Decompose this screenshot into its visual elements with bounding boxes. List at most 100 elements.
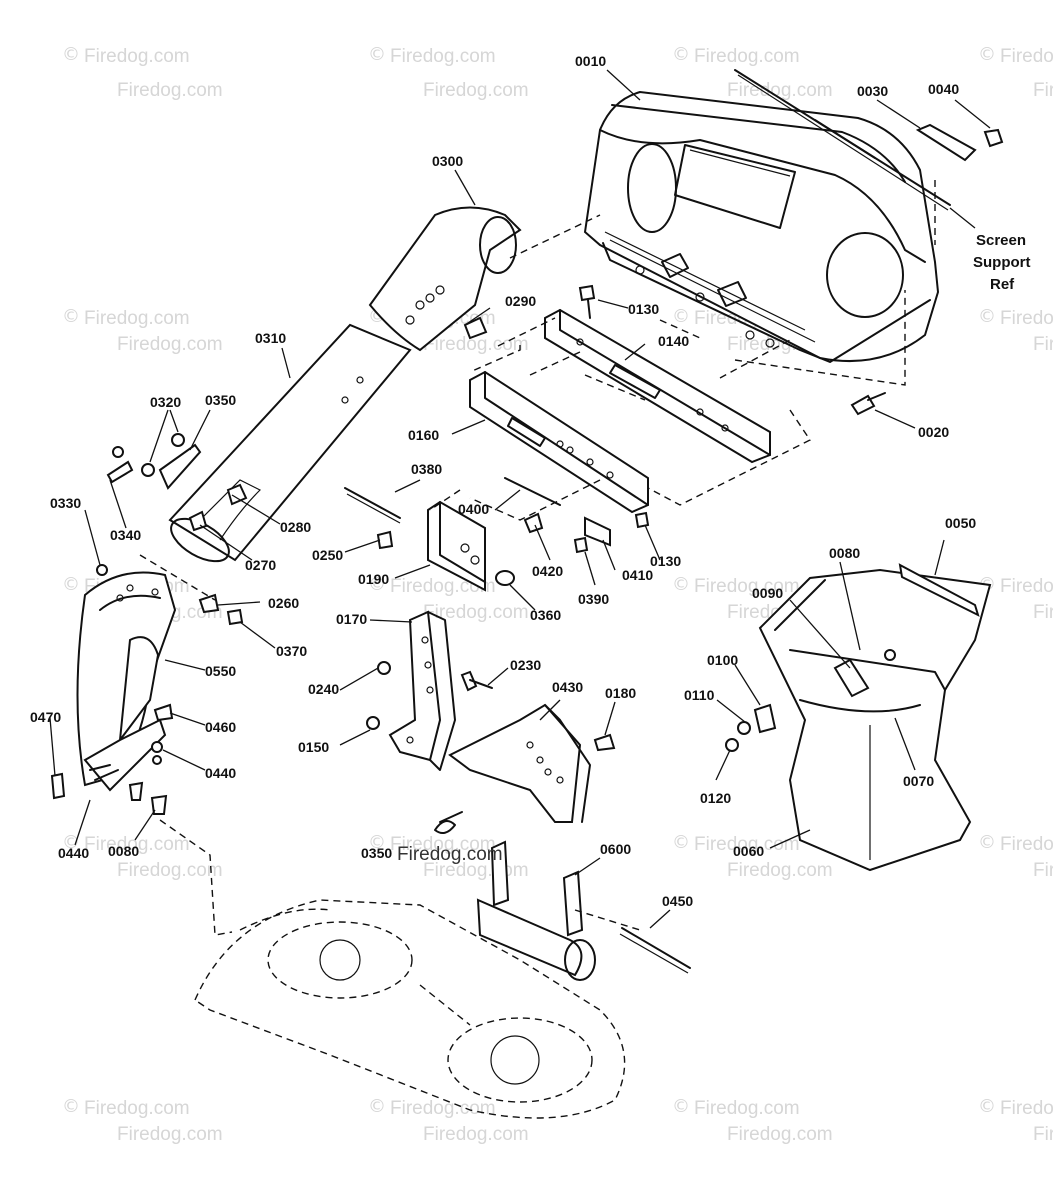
callout-0370: 0370 (276, 643, 307, 659)
watermark-symbol: © (62, 574, 80, 595)
callout-0140: 0140 (658, 333, 689, 349)
spring-0350 (434, 811, 463, 835)
callout-0420: 0420 (532, 563, 563, 579)
callout-0440-lower: 0440 (58, 845, 89, 861)
grass-catcher-lid (583, 90, 940, 363)
callout-0280: 0280 (280, 519, 311, 535)
grass-bag (758, 563, 992, 872)
callout-0100: 0100 (707, 652, 738, 668)
note-line-2: Support (973, 254, 1031, 271)
callout-0460: 0460 (205, 719, 236, 735)
rod-0380 (344, 487, 401, 524)
callout-0230: 0230 (510, 657, 541, 673)
callout-0260: 0260 (268, 595, 299, 611)
callout-0170: 0170 (336, 611, 367, 627)
small-hardware (376, 512, 611, 586)
callout-0130-bottom: 0130 (650, 553, 681, 569)
watermark-text: Firedog.com (694, 834, 800, 855)
callout-0080-bag: 0080 (829, 545, 860, 561)
hardware-0440-0470 (50, 703, 174, 815)
axle-0450 (619, 927, 691, 974)
watermark-text: Firedog.com (1000, 1098, 1053, 1119)
watermark-text: Firedog.com (694, 1098, 800, 1119)
callout-0430: 0430 (552, 679, 583, 695)
watermark-symbol: © (672, 306, 690, 327)
watermark-symbol: © (62, 832, 80, 853)
callout-0450: 0450 (662, 893, 693, 909)
watermark-symbol: © (672, 44, 690, 65)
watermark-symbol: © (978, 306, 996, 327)
callout-0440-upper: 0440 (205, 765, 236, 781)
bolt-0020 (850, 392, 886, 416)
watermark-symbol: © (62, 1096, 80, 1117)
assembly-dash-lines (139, 180, 936, 936)
watermark-symbol: © (368, 44, 386, 65)
watermark-text: Firedog.com (1000, 46, 1053, 67)
watermark-text: Firedog.com (117, 334, 223, 355)
watermark-text: Firedog.com (117, 860, 223, 881)
callout-0110: 0110 (684, 687, 715, 703)
callout-0330: 0330 (50, 495, 81, 511)
watermark-text: Firedog.com (390, 1098, 496, 1119)
rod-0400 (504, 477, 561, 506)
bolt-0290 (463, 316, 488, 340)
callout-0350-spring: 0350 (361, 845, 392, 861)
watermark-text: Firedog.com (117, 1124, 223, 1145)
callout-0410: 0410 (622, 567, 653, 583)
callout-0300: 0300 (432, 153, 463, 169)
watermark-text: Firedog.com (727, 860, 833, 881)
callout-0190: 0190 (358, 571, 389, 587)
watermark-text: Firedog.com (1033, 334, 1053, 355)
callout-0020: 0020 (918, 424, 949, 440)
watermark-symbol: © (672, 832, 690, 853)
leader-lines (49, 69, 991, 929)
watermark-text: Firedog.com (1000, 576, 1053, 597)
watermark-symbol: © (978, 832, 996, 853)
callout-0550: 0550 (205, 663, 236, 679)
watermark-text: Firedog.com (117, 80, 223, 101)
deflector-0550 (76, 571, 177, 792)
mounting-bracket-0160 (469, 370, 649, 514)
hardware-0100-0120 (725, 703, 777, 752)
watermark-text: Firedog.com (1000, 308, 1053, 329)
latch-plate-0190 (427, 500, 486, 592)
callout-0090: 0090 (752, 585, 783, 601)
callout-0010: 0010 (575, 53, 606, 69)
watermark-text: Firedog.com (390, 46, 496, 67)
watermark-text: Firedog.com (423, 334, 529, 355)
callout-0390: 0390 (578, 591, 609, 607)
watermark-overlay: Firedog.com (397, 844, 503, 865)
watermark-text: Firedog.com (1033, 602, 1053, 623)
watermark-text: Firedog.com (423, 1124, 529, 1145)
callout-0400: 0400 (458, 501, 489, 517)
watermark-text: Firedog.com (1033, 80, 1053, 101)
watermark-text: Firedog.com (1033, 860, 1053, 881)
discharge-chute-tube (168, 323, 412, 563)
watermark-text: Firedog.com (1033, 1124, 1053, 1145)
roller-0600 (476, 840, 596, 981)
screen-support-rod (734, 69, 951, 211)
watermark-text: Firedog.com (694, 576, 800, 597)
mower-deck (194, 899, 626, 1119)
callout-0240: 0240 (308, 681, 339, 697)
watermark-text: Firedog.com (84, 834, 190, 855)
watermark-symbol: © (368, 574, 386, 595)
callout-0360: 0360 (530, 607, 561, 623)
callout-0070: 0070 (903, 773, 934, 789)
callout-0180: 0180 (605, 685, 636, 701)
bolt-0130-bottom (634, 511, 650, 529)
callout-0120: 0120 (700, 790, 731, 806)
rod-bracket (915, 123, 1004, 162)
callout-0380: 0380 (411, 461, 442, 477)
